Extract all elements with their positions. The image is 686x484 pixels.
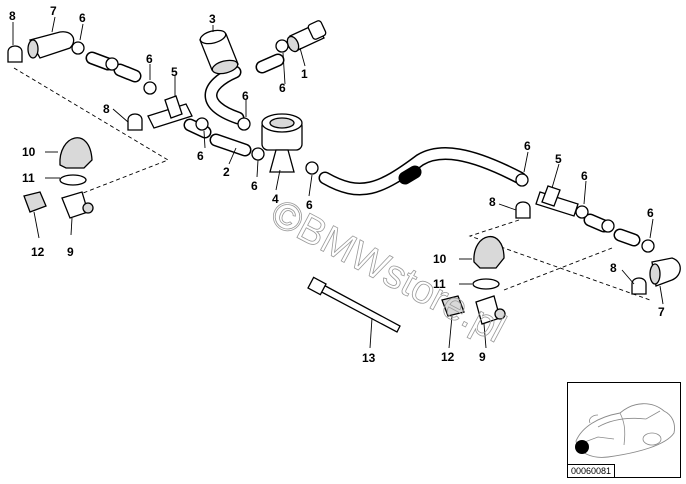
clamp-8-a (7, 45, 23, 63)
leader-lines (12, 16, 664, 349)
callout-2: 2 (223, 165, 230, 179)
callout-6: 6 (647, 206, 654, 220)
nozzle-cap-10-right (473, 236, 505, 269)
callout-6: 6 (251, 179, 258, 193)
nozzle-9-left (61, 191, 94, 219)
clamp-8-d (631, 277, 647, 295)
location-marker-icon (575, 440, 589, 454)
callout-6: 6 (79, 11, 86, 25)
bracket-12-left (23, 191, 47, 213)
callout-5: 5 (555, 152, 562, 166)
callout-11: 11 (22, 171, 35, 185)
vehicle-location-thumbnail: 00060081 (567, 382, 681, 478)
callout-9: 9 (479, 350, 486, 364)
callout-11: 11 (433, 277, 446, 291)
callout-7: 7 (658, 305, 665, 319)
pump-4 (261, 113, 303, 173)
callout-6: 6 (306, 198, 313, 212)
hose-clips-6 (71, 39, 655, 253)
o-ring-11-right (472, 278, 500, 290)
callout-8: 8 (610, 261, 617, 275)
callout-8: 8 (489, 195, 496, 209)
assembly-dash-lines (13, 67, 651, 301)
car-outline-icon (575, 403, 675, 458)
callout-10: 10 (433, 252, 447, 266)
cable-tie-13 (307, 276, 401, 333)
elbow-7-left (27, 31, 75, 59)
callout-4: 4 (272, 192, 279, 206)
elbow-7-right (649, 257, 681, 287)
callout-labels: 8 7 6 3 1 6 5 6 8 6 6 2 6 4 6 10 11 12 9… (9, 4, 665, 365)
callout-8: 8 (103, 102, 110, 116)
callout-10: 10 (22, 145, 36, 159)
callout-6: 6 (146, 52, 153, 66)
nozzle-9-right (475, 295, 506, 325)
diagram-code: 00060081 (568, 464, 616, 477)
callout-6: 6 (197, 149, 204, 163)
callout-6: 6 (242, 89, 249, 103)
bracket-12-right (441, 295, 465, 317)
callout-6: 6 (279, 81, 286, 95)
clamp-8-b (127, 113, 143, 131)
connector-1 (286, 20, 327, 53)
callout-13: 13 (362, 351, 376, 365)
hose-line (85, 51, 641, 247)
callout-9: 9 (67, 245, 74, 259)
callout-3: 3 (209, 12, 216, 26)
callout-12: 12 (31, 245, 45, 259)
t-piece-5-right (535, 185, 579, 217)
callout-12: 12 (441, 350, 455, 364)
callout-7: 7 (50, 4, 57, 18)
clamp-8-c (515, 201, 531, 219)
hose-piece-3 (199, 29, 239, 75)
callout-6: 6 (524, 139, 531, 153)
callout-5: 5 (171, 65, 178, 79)
o-ring-11-left (59, 174, 87, 186)
callout-8: 8 (9, 9, 16, 23)
nozzle-cap-10-left (59, 137, 93, 169)
callout-1: 1 (301, 67, 308, 81)
callout-6: 6 (581, 169, 588, 183)
t-piece-5-left (147, 95, 193, 129)
